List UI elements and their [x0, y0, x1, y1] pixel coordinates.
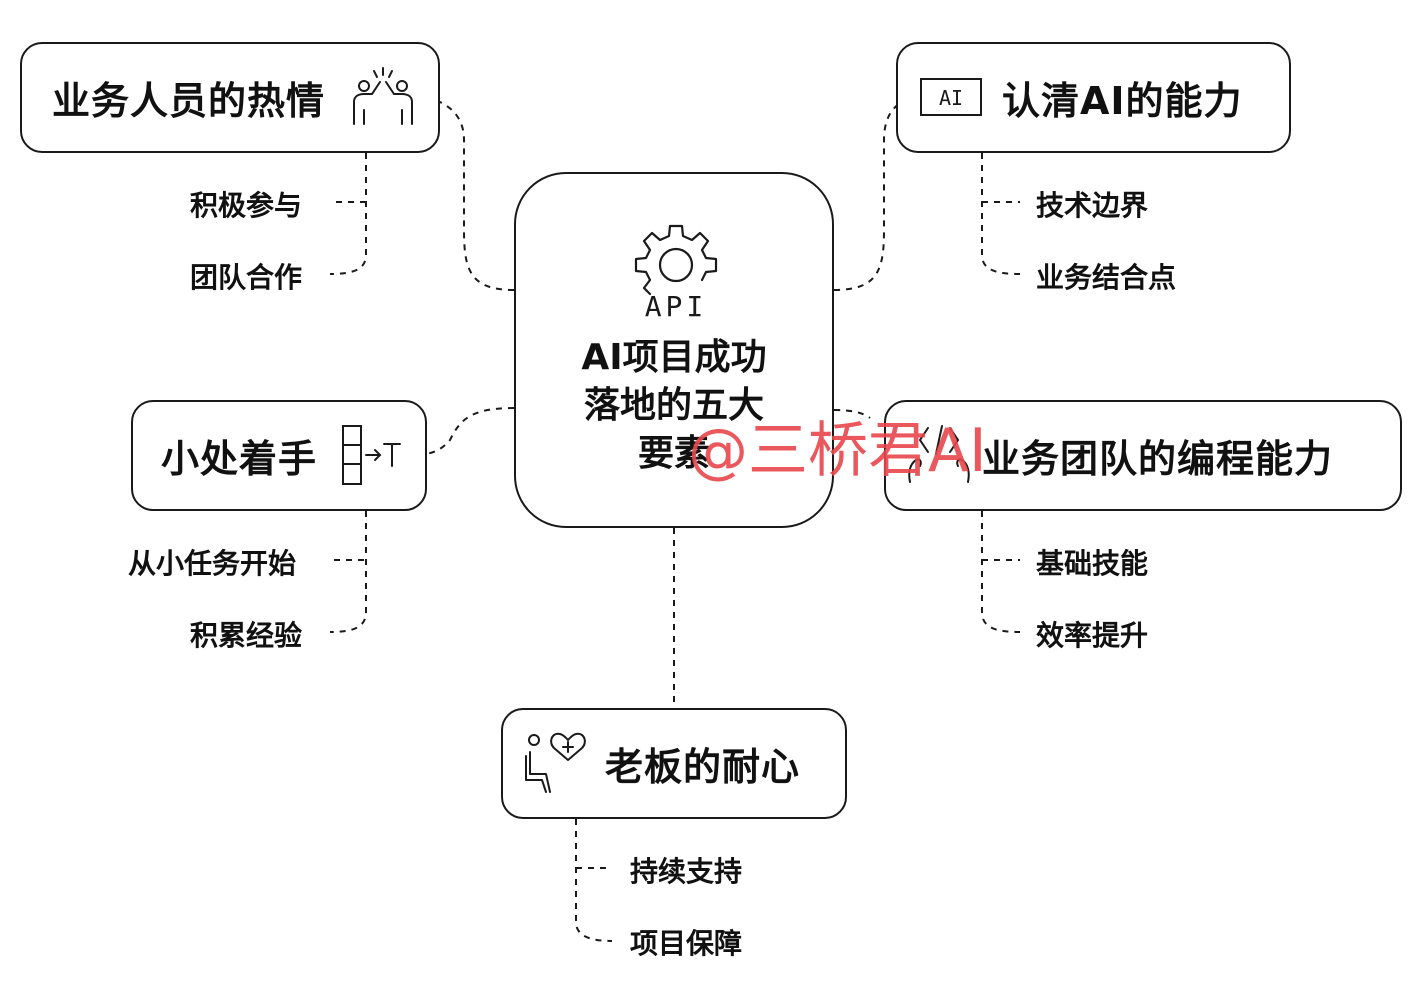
small-step-icon: [342, 425, 401, 485]
ai-chip-label: AI: [939, 86, 963, 110]
node-ai-ability: 认清AI的能力: [896, 42, 1291, 153]
coding-hands-icon: [908, 425, 970, 483]
connector-ai-children: [981, 153, 1021, 275]
center-title-line-1: AI项目成功: [581, 337, 767, 378]
node-passion-title: 业务人员的热情: [52, 79, 326, 123]
connector-center-coding: [833, 409, 871, 419]
leaf-patience-1: 持续支持: [630, 855, 743, 888]
node-passion: 业务人员的热情: [20, 42, 440, 153]
leaf-ai-2: 业务结合点: [1036, 261, 1177, 294]
connector-center-ai: [833, 95, 923, 291]
leaf-small-2: 积累经验: [190, 619, 303, 652]
connector-coding-children: [981, 511, 1021, 633]
high-five-icon: [353, 67, 413, 125]
connector-small-children: [329, 511, 367, 633]
leaf-passion-1: 积极参与: [190, 189, 303, 222]
node-small-start-title: 小处着手: [161, 437, 318, 481]
gear-api-icon: API: [634, 224, 718, 323]
node-coding-title: 业务团队的编程能力: [982, 437, 1334, 481]
leaf-small-1: 从小任务开始: [128, 547, 297, 580]
leaf-coding-1: 基础技能: [1036, 547, 1149, 580]
patient-heart-icon: [525, 732, 586, 793]
node-ai-ability-title: 认清AI的能力: [1002, 79, 1243, 123]
watermark-text: @三桥君AI: [688, 416, 987, 486]
connector-patience-children: [575, 819, 613, 942]
node-patience: 老板的耐心: [501, 708, 847, 819]
connector-passion-children: [329, 153, 367, 275]
ai-chip-icon: AI: [920, 78, 982, 116]
connector-center-passion: [415, 95, 515, 291]
center-title-line-2: 落地的五大: [583, 385, 764, 426]
center-title-line-3: 要素: [637, 433, 710, 474]
connector-center-small: [413, 407, 515, 456]
center-node: API AI项目成功 落地的五大 要素: [514, 172, 834, 528]
leaf-coding-2: 效率提升: [1036, 619, 1149, 652]
node-patience-title: 老板的耐心: [605, 745, 801, 789]
api-icon-label: API: [645, 290, 708, 323]
node-coding: 业务团队的编程能力: [884, 400, 1402, 511]
leaf-ai-1: 技术边界: [1036, 189, 1149, 222]
leaf-passion-2: 团队合作: [190, 261, 303, 294]
leaf-patience-2: 项目保障: [630, 927, 743, 960]
